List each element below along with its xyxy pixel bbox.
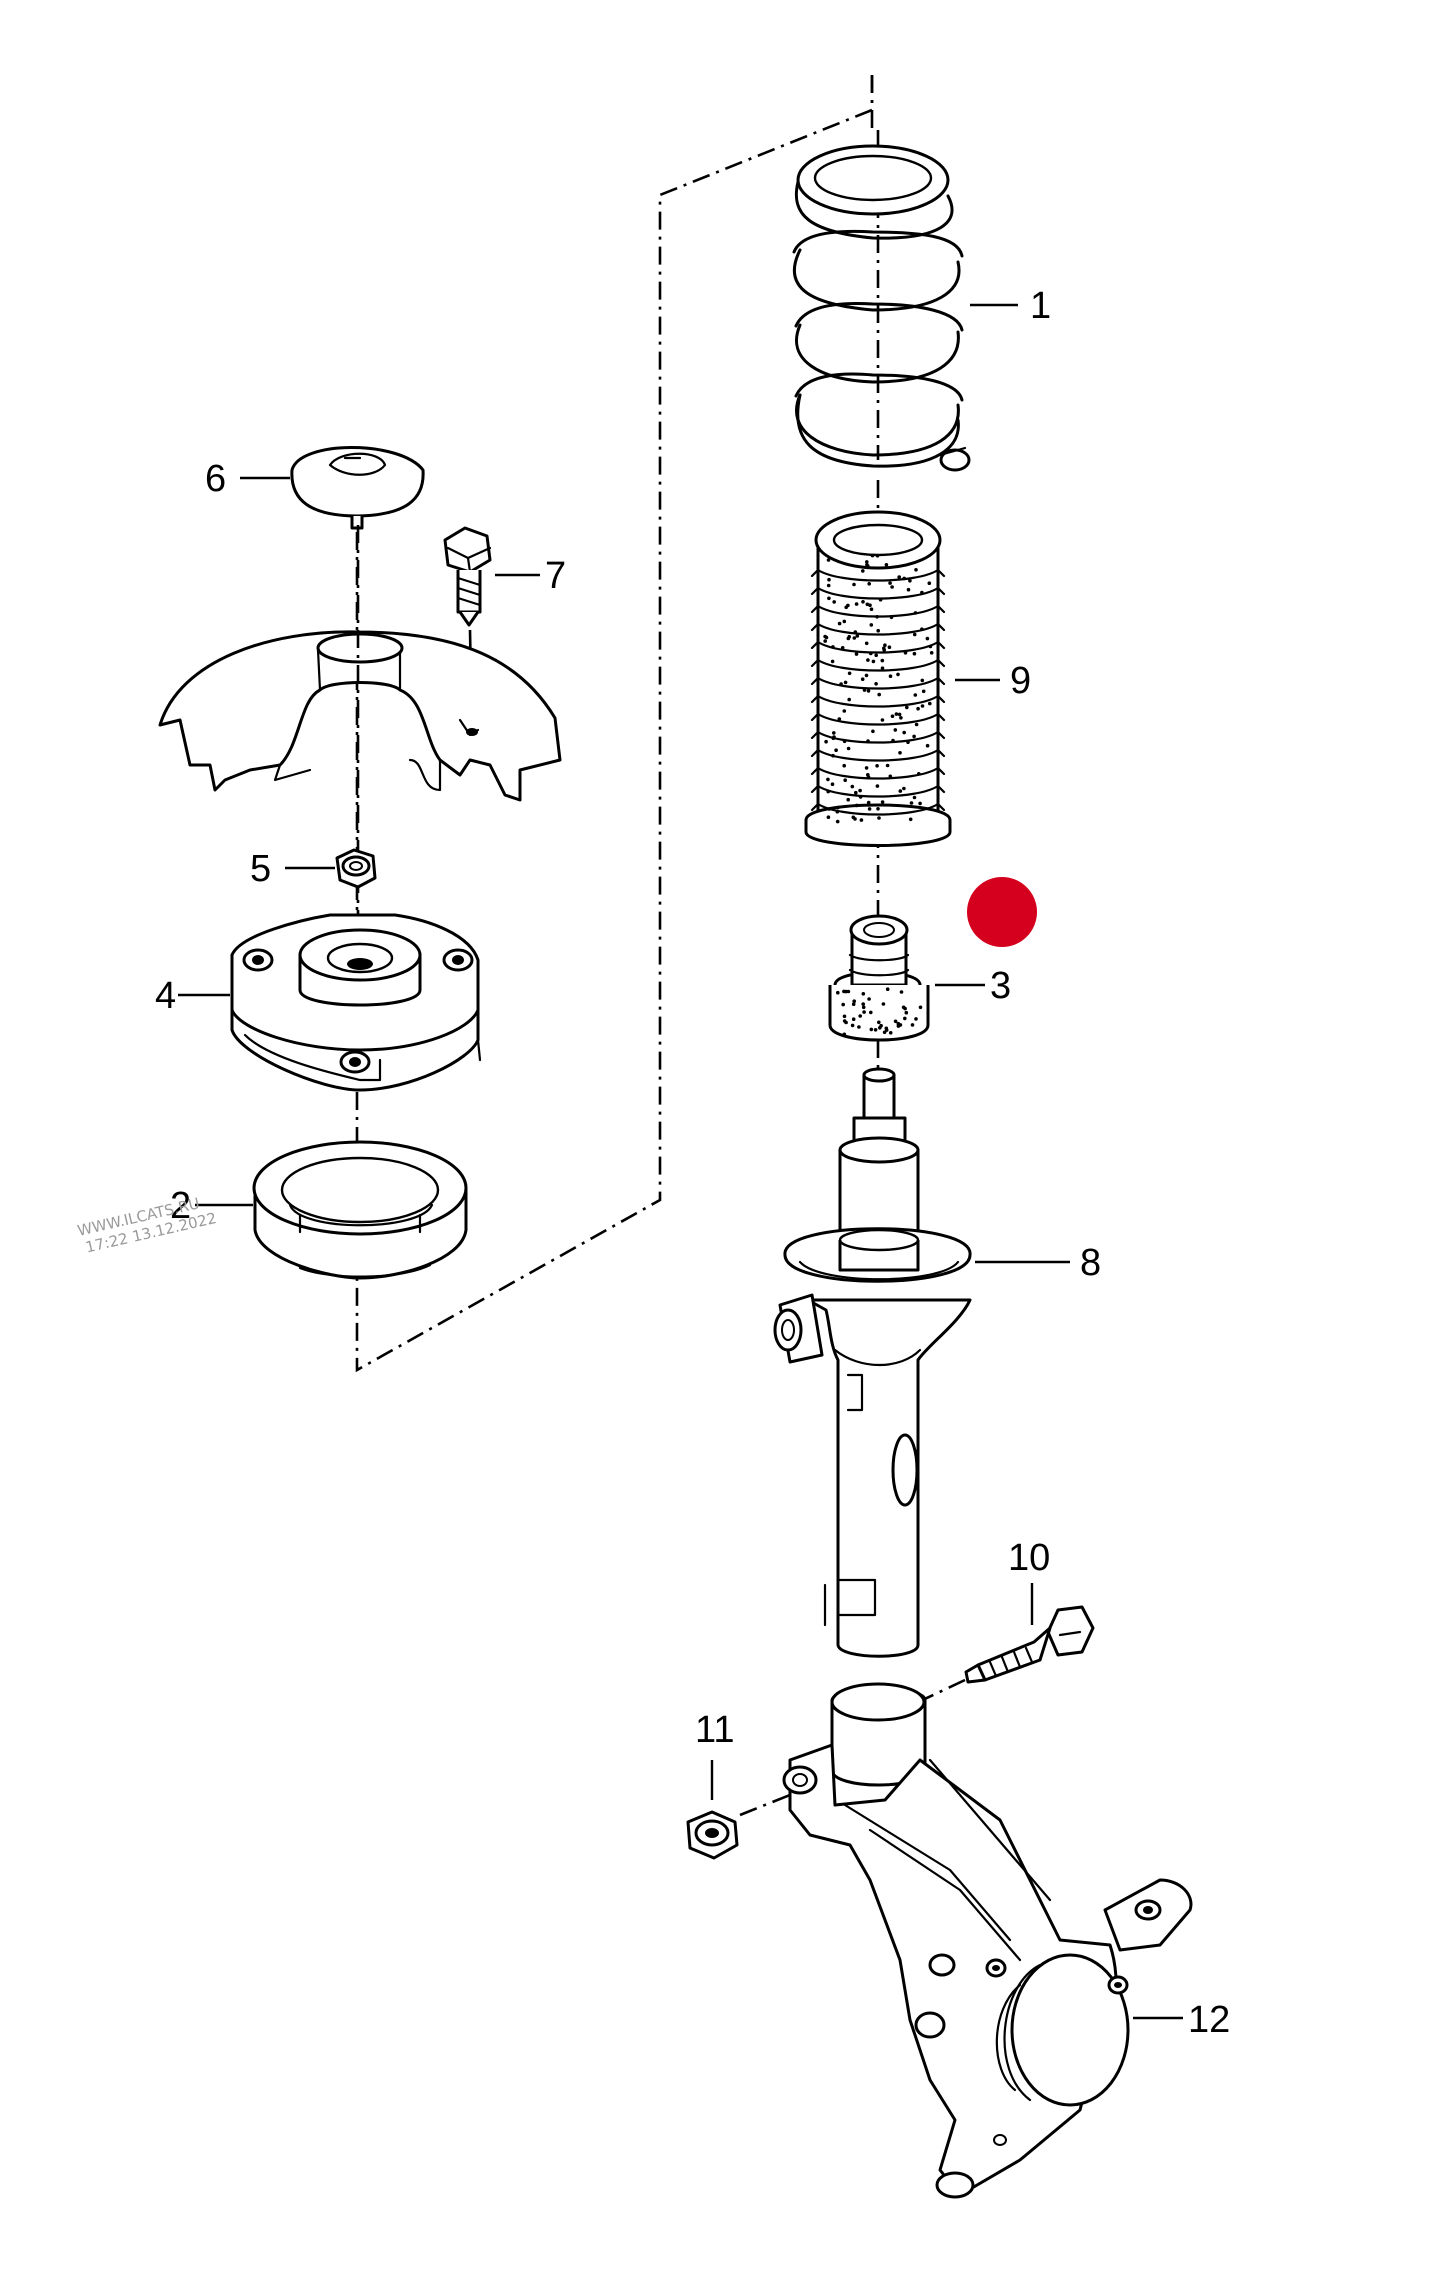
boot-ribs <box>810 568 946 816</box>
thrust-bearing <box>195 1140 468 1280</box>
nut-5 <box>285 848 377 889</box>
bump-stop <box>828 914 985 1042</box>
callout-6: 6 <box>205 458 226 500</box>
bump-stop-speckle <box>836 987 923 1037</box>
strut-mount <box>178 913 482 1092</box>
callout-10: 10 <box>1008 1537 1050 1579</box>
callout-5: 5 <box>250 848 271 890</box>
heat-shield <box>158 630 562 802</box>
callout-8: 8 <box>1080 1242 1101 1284</box>
nut-11 <box>686 1760 791 1860</box>
watermark: WWW.ILCATS.RU 17:22 13.12.2022 <box>76 1194 218 1256</box>
callout-9: 9 <box>1010 660 1031 702</box>
bolt-7 <box>443 526 540 741</box>
callout-4: 4 <box>155 975 176 1017</box>
boot-speckle <box>823 553 934 824</box>
dust-cap <box>240 446 425 530</box>
callout-3: 3 <box>990 965 1011 1007</box>
callout-7: 7 <box>545 555 566 597</box>
callout-12: 12 <box>1188 1999 1230 2041</box>
steering-knuckle <box>782 1682 1193 2199</box>
highlight-marker[interactable] <box>967 877 1037 947</box>
coil-spring <box>792 130 1018 472</box>
protective-boot <box>804 480 1000 1190</box>
callout-2: 2 <box>170 1185 191 1227</box>
callout-11: 11 <box>695 1709 734 1751</box>
shock-absorber-strut <box>773 1067 1070 1658</box>
callout-1: 1 <box>1030 285 1051 327</box>
